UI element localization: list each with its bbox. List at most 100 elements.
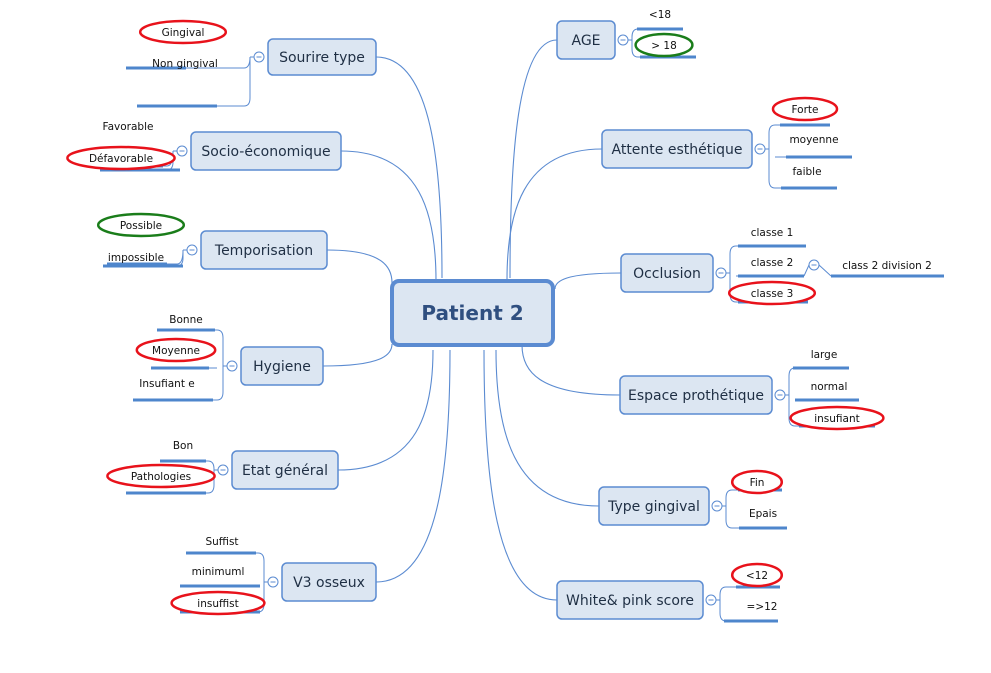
hygiene-leaf[interactable]: Bonne: [157, 314, 215, 332]
v3-leaf-label: minimuml: [192, 566, 245, 578]
occlusion-sub-leaf-label: class 2 division 2: [842, 260, 932, 272]
center-node[interactable]: Patient 2: [390, 279, 555, 347]
age-node-label: AGE: [571, 33, 600, 49]
hygiene-leaf[interactable]: Insufiant e: [133, 378, 213, 402]
v3-node[interactable]: V3 osseux: [281, 562, 377, 602]
white-leaf[interactable]: <12: [730, 562, 784, 589]
attente-leaf[interactable]: faible: [781, 166, 837, 190]
age-leaf[interactable]: > 18: [634, 32, 696, 59]
gingival-node-label: Type gingival: [607, 499, 700, 515]
age-leaf[interactable]: <18: [637, 9, 683, 31]
white-collapse-icon[interactable]: [705, 594, 717, 606]
etat-node[interactable]: Etat général: [231, 450, 339, 490]
center-node-box: [390, 279, 555, 347]
gingival-leaf[interactable]: Epais: [739, 508, 787, 530]
attente-collapse-icon[interactable]: [754, 143, 766, 155]
tempo-connector: [326, 249, 393, 284]
gingival-leaf-label: Epais: [749, 508, 777, 520]
attente-leaf[interactable]: moyenne: [786, 134, 852, 159]
occlusion-leaf-label: classe 2: [751, 257, 794, 269]
espace-connector: [521, 344, 621, 396]
gingival-collapse-icon[interactable]: [711, 500, 723, 512]
espace-collapse-icon[interactable]: [774, 389, 786, 401]
hygiene-collapse-icon[interactable]: [226, 360, 238, 372]
occlusion-node[interactable]: Occlusion: [620, 253, 714, 293]
tempo-node[interactable]: Temporisation: [200, 230, 328, 270]
hygiene-node-label: Hygiene: [253, 359, 311, 375]
socio-leaf[interactable]: Défavorable: [66, 145, 180, 172]
v3-leaf[interactable]: minimuml: [180, 566, 260, 588]
socio-collapse-icon[interactable]: [176, 145, 188, 157]
socio-connector: [340, 150, 437, 282]
sourire-collapse-icon[interactable]: [253, 51, 265, 63]
occlusion-sub-leaf[interactable]: class 2 division 2: [831, 260, 944, 278]
occlusion-classe2-collapse-icon[interactable]: [808, 259, 820, 271]
hygiene-leaf-label: Moyenne: [152, 345, 200, 357]
occlusion-collapse-icon[interactable]: [715, 267, 727, 279]
v3-node-box: [281, 562, 377, 602]
age-collapse-icon[interactable]: [617, 34, 629, 46]
hygiene-node[interactable]: Hygiene: [240, 346, 324, 386]
v3-leaf[interactable]: insuffist: [170, 590, 266, 616]
age-node-box: [556, 20, 616, 60]
gingival-leaf-label: Fin: [750, 477, 765, 489]
age-node[interactable]: AGE: [556, 20, 616, 60]
sourire-leaf[interactable]: Gingival: [126, 19, 228, 70]
occlusion-leaf[interactable]: classe 3: [727, 280, 817, 306]
hygiene-leaf-label: Insufiant e: [139, 378, 195, 390]
etat-connector: [337, 349, 434, 471]
etat-collapse-icon[interactable]: [217, 464, 229, 476]
espace-leaf-label: large: [811, 349, 838, 361]
attente-node-label: Attente esthétique: [612, 142, 743, 158]
age-leaf-label: <18: [649, 9, 671, 21]
tempo-leaf[interactable]: impossible: [103, 252, 183, 268]
attente-leaf[interactable]: Forte: [771, 96, 839, 127]
sourire-leaf[interactable]: Non gingival: [137, 58, 218, 108]
hygiene-connector: [322, 343, 393, 367]
occlusion-leaf[interactable]: classe 2: [738, 257, 804, 278]
occlusion-connector: [554, 272, 622, 290]
white-leaf-highlight: [730, 562, 784, 588]
occlusion-leaf[interactable]: classe 1: [738, 227, 806, 248]
age-leaf-highlight: [634, 32, 694, 58]
sourire-node-box: [267, 38, 377, 76]
attente-leaf-label: faible: [792, 166, 821, 178]
attente-leaf-label: Forte: [792, 104, 819, 116]
white-node[interactable]: White& pink score: [556, 580, 704, 620]
attente-node[interactable]: Attente esthétique: [601, 129, 753, 169]
hygiene-leaf[interactable]: Moyenne: [135, 337, 217, 370]
gingival-leaf[interactable]: Fin: [730, 469, 784, 495]
socio-node-label: Socio-économique: [201, 144, 330, 160]
hygiene-node-box: [240, 346, 324, 386]
espace-leaf-highlight: [789, 405, 885, 431]
white-leaf[interactable]: =>12: [724, 601, 778, 623]
white-node-label: White& pink score: [566, 593, 694, 609]
espace-leaf[interactable]: large: [793, 349, 849, 370]
gingival-leaf-highlight: [730, 469, 784, 495]
etat-leaf[interactable]: Pathologies: [106, 463, 216, 495]
espace-leaf[interactable]: insufiant: [789, 405, 885, 431]
espace-node[interactable]: Espace prothétique: [619, 375, 773, 415]
center-node-label: Patient 2: [421, 301, 523, 325]
etat-leaf[interactable]: Bon: [160, 440, 206, 463]
socio-node[interactable]: Socio-économique: [190, 131, 342, 171]
gingival-node[interactable]: Type gingival: [598, 486, 710, 526]
sourire-node[interactable]: Sourire type: [267, 38, 377, 76]
leaf-lines: [163, 28, 832, 622]
attente-leaf-label: moyenne: [789, 134, 838, 146]
occlusion-leaf-highlight: [727, 280, 817, 306]
tempo-collapse-icon[interactable]: [186, 244, 198, 256]
espace-leaf-label: insufiant: [814, 413, 860, 425]
white-connector: [483, 349, 558, 601]
v3-leaf[interactable]: Suffist: [186, 536, 256, 555]
sourire-leaf-highlight: [138, 19, 228, 45]
espace-leaf[interactable]: normal: [795, 381, 859, 402]
etat-leaf-label: Pathologies: [131, 471, 191, 483]
attente-leaf-highlight: [771, 96, 839, 122]
sourire-connector: [375, 56, 443, 279]
tempo-leaf[interactable]: Possible: [96, 212, 186, 266]
attente-connector: [506, 148, 603, 281]
v3-collapse-icon[interactable]: [267, 576, 279, 588]
occlusion-leaf-label: classe 3: [751, 288, 794, 300]
